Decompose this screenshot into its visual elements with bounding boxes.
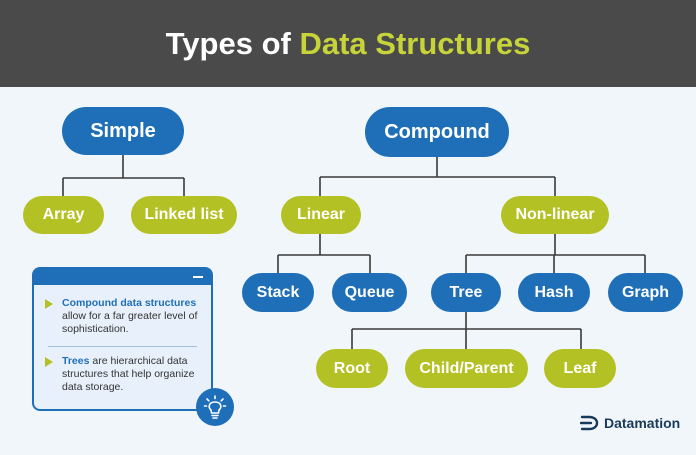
node-queue: Queue <box>332 273 407 312</box>
info-item-compound-text: allow for a far greater level of sophist… <box>62 310 198 335</box>
page-title: Types of Data Structures <box>166 26 531 62</box>
node-simple: Simple <box>62 107 184 155</box>
edge-simple-children <box>62 152 185 198</box>
info-item-compound-bold: Compound data structures <box>62 297 197 309</box>
datamation-logo: Datamation <box>580 414 680 432</box>
edge-nonlinear-children <box>465 232 646 275</box>
node-tree: Tree <box>431 273 501 312</box>
node-child-parent: Child/Parent <box>405 349 528 388</box>
minimize-icon <box>193 276 203 278</box>
info-divider <box>48 346 197 347</box>
info-item-compound: Compound data structures allow for a far… <box>34 297 211 336</box>
edge-linear-children <box>277 232 371 275</box>
info-panel-titlebar <box>34 269 211 285</box>
info-panel: Compound data structures allow for a far… <box>32 267 213 411</box>
node-hash: Hash <box>518 273 590 312</box>
node-stack: Stack <box>242 273 314 312</box>
node-non-linear: Non-linear <box>501 196 609 234</box>
title-highlight: Data Structures <box>299 25 531 61</box>
node-linked-list: Linked list <box>131 196 237 234</box>
node-linear: Linear <box>281 196 361 234</box>
arrow-bullet-icon <box>45 357 53 367</box>
lightbulb-icon <box>196 388 234 426</box>
info-item-trees-bold: Trees <box>62 355 90 367</box>
node-root: Root <box>316 349 388 388</box>
header-bar: Types of Data Structures <box>0 0 696 87</box>
brand-name: Datamation <box>604 415 681 431</box>
title-prefix: Types of <box>165 25 291 61</box>
info-item-trees: Trees are hierarchical data structures t… <box>34 355 211 394</box>
edge-tree-children <box>351 311 582 351</box>
datamation-logo-icon <box>580 415 599 431</box>
node-leaf: Leaf <box>544 349 616 388</box>
node-array: Array <box>23 196 104 234</box>
node-compound: Compound <box>365 107 509 157</box>
edge-compound-children <box>319 155 556 198</box>
node-graph: Graph <box>608 273 683 312</box>
arrow-bullet-icon <box>45 299 53 309</box>
info-item-trees-text: are hierarchical data structures that he… <box>62 355 195 393</box>
